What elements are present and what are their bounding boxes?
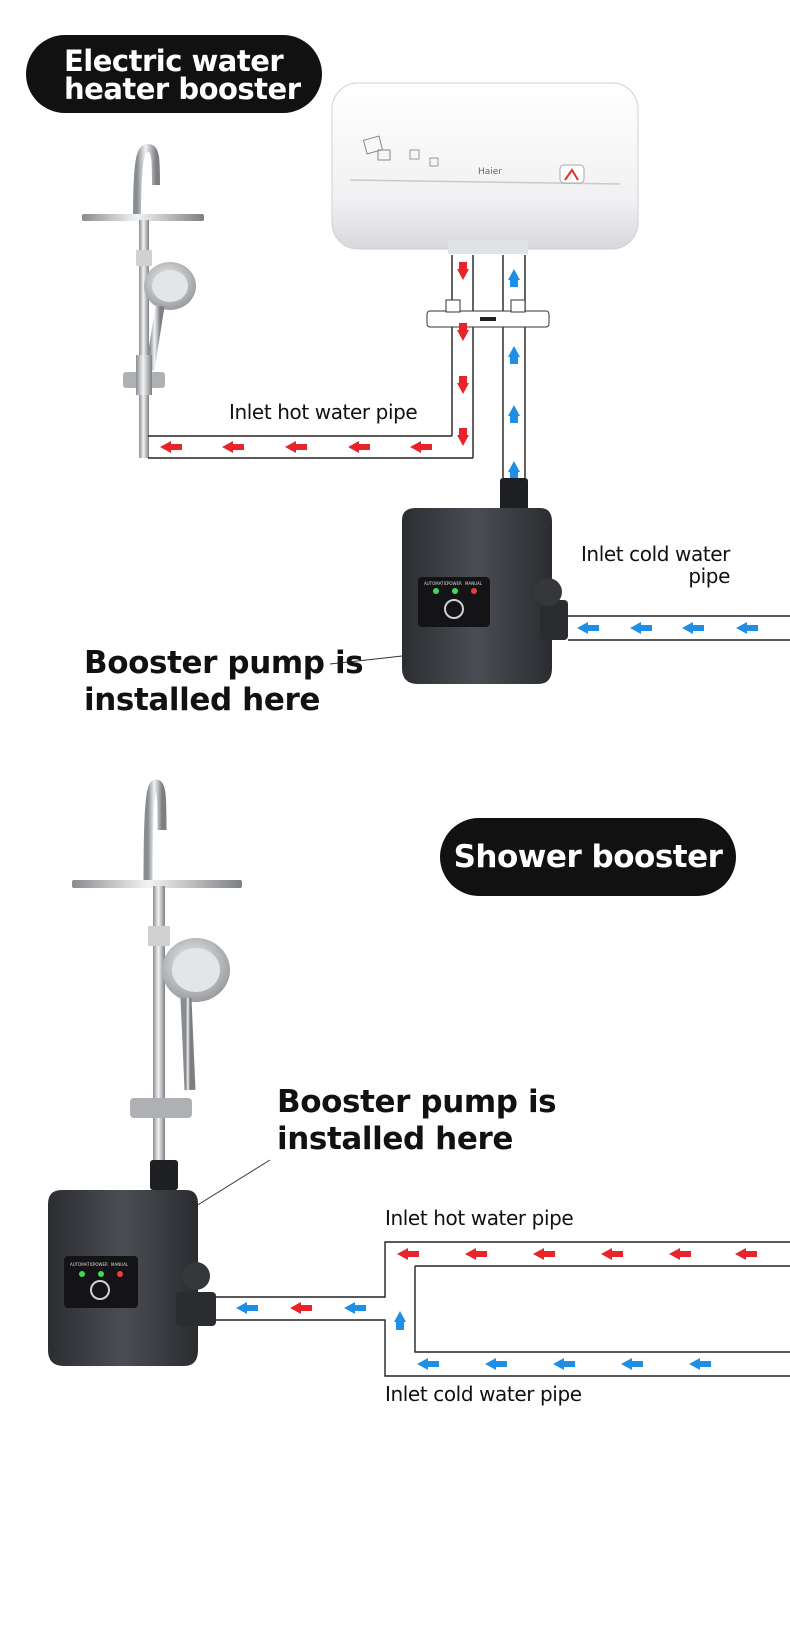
shower-fixture-top <box>82 143 204 458</box>
booster-pump-bottom: AUTOMATIC POWER MANUAL <box>48 1190 216 1366</box>
panel-label-automatic: AUTOMATIC <box>424 581 448 586</box>
hot-pipe-label-top: Inlet hot water pipe <box>229 400 418 424</box>
badge-line-2: heater booster <box>64 72 301 106</box>
pump-callout-line-bottom <box>195 1159 271 1207</box>
pump-callout-line-1: Booster pump is <box>84 645 364 681</box>
panel-label-manual-b: MANUAL <box>111 1262 129 1267</box>
booster-pump-top: AUTOMATIC POWER MANUAL <box>402 478 568 684</box>
pump-callout-line-top <box>329 655 403 665</box>
shower-booster-badge: Shower booster <box>440 818 736 896</box>
hot-pipe-label-bottom: Inlet hot water pipe <box>385 1206 574 1230</box>
cold-flow-arrows-top <box>508 269 758 634</box>
pump-callout-line-2: installed here <box>84 682 320 718</box>
hot-flow-arrows-top <box>160 262 469 453</box>
top-pipes <box>148 255 790 641</box>
cold-pipe-label-line-2: pipe <box>688 564 730 588</box>
cold-flow-arrows-bottom <box>236 1302 711 1370</box>
panel-label-automatic-b: AUTOMATIC <box>70 1262 94 1267</box>
cold-pipe-label-bottom: Inlet cold water pipe <box>385 1382 582 1406</box>
bottom-pipes <box>215 1241 790 1377</box>
electric-heater-badge: Electric water heater booster <box>26 35 322 113</box>
heater-brand-logo: Haier <box>478 167 502 177</box>
pump-callout-b-line-1: Booster pump is <box>277 1084 557 1120</box>
water-heater: Haier <box>331 82 639 254</box>
cold-pipe-label-top: Inlet cold water pipe <box>560 543 730 587</box>
shower-fixture-bottom <box>72 779 242 1190</box>
pump-callout-bottom: Booster pump is installed here <box>277 1084 557 1158</box>
pump-callout-b-line-2: installed here <box>277 1121 513 1157</box>
panel-label-manual: MANUAL <box>465 581 483 586</box>
badge-line-1: Electric water <box>64 44 284 78</box>
hot-flow-arrows-bottom <box>290 1248 757 1314</box>
pump-callout-top: Booster pump is installed here <box>84 645 364 719</box>
panel-label-power: POWER <box>447 581 462 586</box>
cold-pipe-label-line-1: Inlet cold water <box>580 542 730 566</box>
panel-label-power-b: POWER <box>93 1262 108 1267</box>
